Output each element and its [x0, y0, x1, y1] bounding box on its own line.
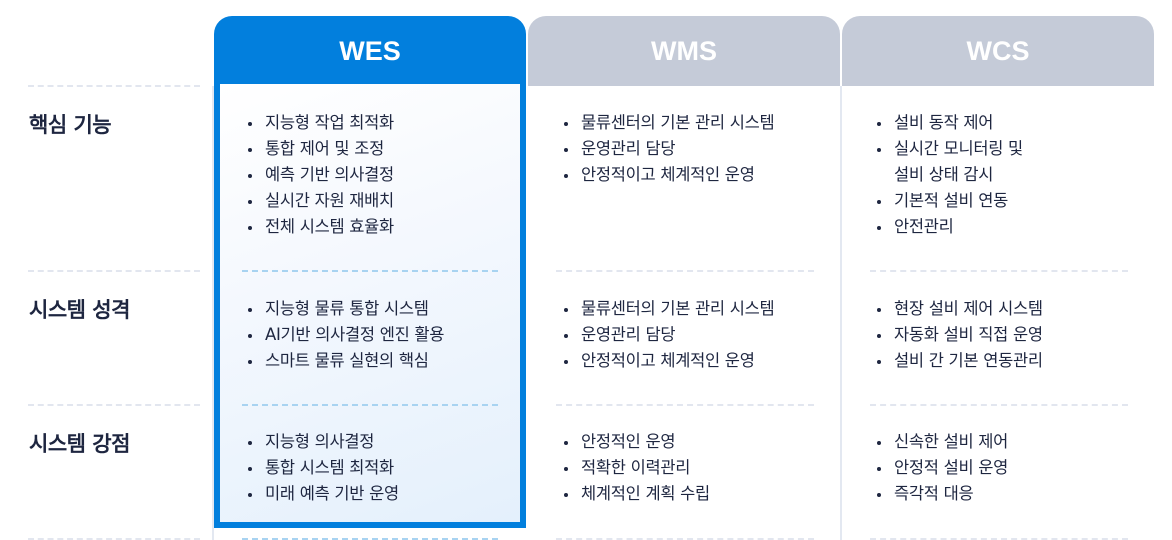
- row-separator: [870, 404, 1128, 406]
- list-item: 안정적인 운영: [561, 429, 710, 455]
- list-item: 안전관리: [874, 214, 1023, 240]
- list-item: AI기반 의사결정 엔진 활용: [245, 322, 445, 348]
- row-separator: [242, 270, 498, 272]
- column-divider-left: [212, 86, 214, 540]
- row-separator: [28, 270, 200, 272]
- column-title-wcs: WCS: [966, 35, 1030, 66]
- column-header-wms[interactable]: WMS: [528, 16, 840, 86]
- list-item: 기본적 설비 연동: [874, 188, 1023, 214]
- wms-system-nature-list: 물류센터의 기본 관리 시스템 운영관리 담당 안정적이고 체계적인 운영: [561, 296, 775, 374]
- column-header-wcs[interactable]: WCS: [842, 16, 1154, 86]
- list-item: 안정적이고 체계적인 운영: [561, 348, 774, 374]
- column-title-wes: WES: [339, 35, 401, 66]
- row-separator: [242, 404, 498, 406]
- wcs-core-function-list: 설비 동작 제어 실시간 모니터링 및 설비 상태 감시 기본적 설비 연동 안…: [874, 110, 1023, 240]
- row-separator: [28, 404, 200, 406]
- row-separator: [870, 270, 1128, 272]
- list-item: 즉각적 대응: [874, 481, 1008, 507]
- list-item: 스마트 물류 실현의 핵심: [245, 348, 444, 374]
- list-item: 실시간 모니터링 및: [874, 136, 1023, 162]
- list-item: 안정적 설비 운영: [874, 455, 1008, 481]
- wes-system-nature-list: 지능형 물류 통합 시스템 AI기반 의사결정 엔진 활용 스마트 물류 실현의…: [245, 296, 445, 374]
- list-item: 운영관리 담당: [561, 136, 774, 162]
- row-label-system-strength: 시스템 강점: [29, 432, 130, 456]
- row-separator: [28, 538, 200, 540]
- list-item: 지능형 물류 통합 시스템: [245, 296, 444, 322]
- list-item: 운영관리 담당: [561, 322, 774, 348]
- column-divider-wms-wcs: [840, 86, 842, 540]
- list-item: 적확한 이력관리: [561, 455, 710, 481]
- list-item: 현장 설비 제어 시스템: [874, 296, 1043, 322]
- list-item: 신속한 설비 제어: [874, 429, 1008, 455]
- wms-core-function-list: 물류센터의 기본 관리 시스템 운영관리 담당 안정적이고 체계적인 운영: [561, 110, 775, 188]
- column-header-wes[interactable]: WES: [214, 16, 526, 86]
- list-item: 안정적이고 체계적인 운영: [561, 162, 774, 188]
- list-item: 통합 시스템 최적화: [245, 455, 399, 481]
- wes-highlight-box: [214, 84, 526, 528]
- wcs-system-nature-list: 현장 설비 제어 시스템 자동화 설비 직접 운영 설비 간 기본 연동관리: [874, 296, 1043, 374]
- list-item: 실시간 자원 재배치: [245, 188, 394, 214]
- row-label-system-nature: 시스템 성격: [29, 298, 130, 322]
- wms-system-strength-list: 안정적인 운영 적확한 이력관리 체계적인 계획 수립: [561, 429, 710, 507]
- column-title-wms: WMS: [651, 35, 717, 66]
- list-item: 통합 제어 및 조정: [245, 136, 394, 162]
- list-item-continuation: 설비 상태 감시: [894, 165, 994, 184]
- list-item: 지능형 의사결정: [245, 429, 399, 455]
- list-item: 예측 기반 의사결정: [245, 162, 394, 188]
- row-separator: [242, 538, 498, 540]
- row-separator: [28, 85, 200, 87]
- list-item: 지능형 작업 최적화: [245, 110, 394, 136]
- list-item: 전체 시스템 효율화: [245, 214, 394, 240]
- wes-system-strength-list: 지능형 의사결정 통합 시스템 최적화 미래 예측 기반 운영: [245, 429, 399, 507]
- list-item: 설비 동작 제어: [874, 110, 1023, 136]
- row-separator: [556, 270, 814, 272]
- row-separator: [556, 404, 814, 406]
- wes-core-function-list: 지능형 작업 최적화 통합 제어 및 조정 예측 기반 의사결정 실시간 자원 …: [245, 110, 394, 240]
- list-item: 물류센터의 기본 관리 시스템: [561, 110, 775, 136]
- row-separator: [556, 538, 814, 540]
- wcs-system-strength-list: 신속한 설비 제어 안정적 설비 운영 즉각적 대응: [874, 429, 1008, 507]
- list-item: 물류센터의 기본 관리 시스템: [561, 296, 775, 322]
- row-separator: [870, 538, 1128, 540]
- list-item: 체계적인 계획 수립: [561, 481, 710, 507]
- list-item: 설비 간 기본 연동관리: [874, 348, 1043, 374]
- list-item: 자동화 설비 직접 운영: [874, 322, 1043, 348]
- row-label-core-function: 핵심 기능: [29, 113, 112, 137]
- list-item: 미래 예측 기반 운영: [245, 481, 399, 507]
